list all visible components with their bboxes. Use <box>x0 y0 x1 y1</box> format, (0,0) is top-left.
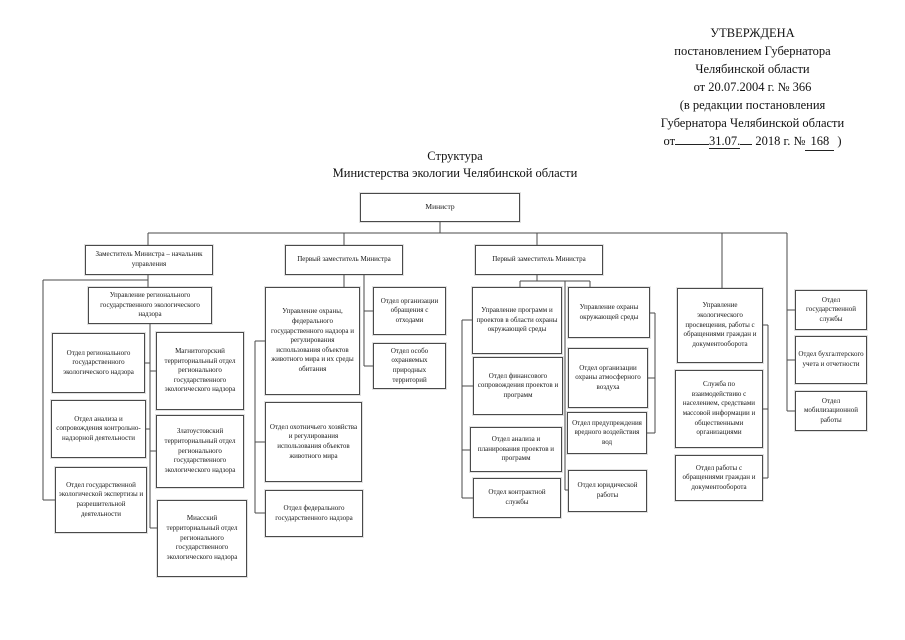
chart-title-line1: Структура <box>427 149 483 163</box>
org-box-otd-analiz: Отдел анализа и сопровождения контрольно… <box>51 400 146 458</box>
approval-block: УТВЕРЖДЕНА постановлением Губернатора Че… <box>600 24 905 151</box>
org-box-upr-ohrany-fed: Управление охраны, федерального государс… <box>265 287 360 395</box>
approval-blank <box>675 144 710 145</box>
org-box-minister: Министр <box>360 193 520 222</box>
org-box-otd-finansovogo: Отдел финансового сопровождения проектов… <box>473 357 563 415</box>
org-box-otd-obrashcheniy: Отдел работы с обращениями граждан и док… <box>675 455 763 501</box>
org-box-otd-gossluzhby: Отдел государственной службы <box>795 290 867 330</box>
org-box-sluzhba-vzaimodeystviya: Служба по взаимодействию с населением, с… <box>675 370 763 448</box>
org-box-upr-ohrany-os: Управление охраны окружающей среды <box>568 287 650 338</box>
chart-title: Структура Министерства экологии Челябинс… <box>155 148 755 182</box>
approval-suffix: ) <box>837 134 842 148</box>
approval-line: УТВЕРЖДЕНА <box>710 26 795 40</box>
org-box-otd-magnitogorsk: Магнитогорский территориальный отдел рег… <box>156 332 244 410</box>
org-box-otd-othody: Отдел организации обращения с отходами <box>373 287 446 335</box>
org-box-otd-vod: Отдел предупреждения вредного воздействи… <box>567 412 647 454</box>
org-box-otd-ohotnichego: Отдел охотничьего хозяйства и регулирова… <box>265 402 362 482</box>
org-box-otd-analiza-planirovaniya: Отдел анализа и планирования проектов и … <box>470 427 562 472</box>
org-box-otd-federalnogo: Отдел федерального государственного надз… <box>265 490 363 537</box>
org-box-otd-atmosfernogo: Отдел организации охраны атмосферного во… <box>568 348 648 408</box>
org-box-otd-buhucheta: Отдел бухгалтерского учета и отчетности <box>795 336 867 384</box>
org-box-otd-mobilizatsionnoy: Отдел мобилизационной работы <box>795 391 867 431</box>
org-box-first-deputy-1: Первый заместитель Министра <box>285 245 403 275</box>
org-box-upr-programm: Управление программ и проектов в области… <box>472 287 562 354</box>
approval-line: (в редакции постановления <box>679 98 826 112</box>
chart-title-line2: Министерства экологии Челябинской област… <box>332 166 578 180</box>
approval-line: постановлением Губернатора <box>674 44 831 58</box>
org-box-first-deputy-2: Первый заместитель Министра <box>475 245 603 275</box>
approval-middle: 2018 г. № <box>755 134 806 148</box>
approval-line: Челябинской области <box>695 62 810 76</box>
approval-line: от 20.07.2004 г. № 366 <box>693 80 812 94</box>
org-box-otd-zlatoust: Златоустовский территориальный отдел рег… <box>156 415 244 488</box>
approval-blank <box>740 144 753 145</box>
org-box-otd-miass: Миасский территориальный отдел региональ… <box>157 500 247 577</box>
org-box-otd-kontraktnoy: Отдел контрактной службы <box>473 478 561 518</box>
approval-date: 31.07. <box>709 134 741 149</box>
approval-number: 168 <box>805 132 835 151</box>
org-box-upr-prosveshcheniya: Управление экологического просвещения, р… <box>677 288 763 363</box>
approval-prefix: от <box>663 134 676 148</box>
org-box-upr-regional: Управление регионального государственног… <box>88 287 212 324</box>
org-box-otd-oopt: Отдел особо охраняемых природных террито… <box>373 343 446 389</box>
org-box-otd-expertiza: Отдел государственной экологической эксп… <box>55 467 147 533</box>
approval-line: Губернатора Челябинской области <box>660 116 845 130</box>
org-box-otd-yuridicheskoy: Отдел юридической работы <box>568 470 647 512</box>
connector-path <box>42 222 795 529</box>
org-box-deputy-minister: Заместитель Министра – начальник управле… <box>85 245 213 275</box>
org-box-otd-regional: Отдел регионального государственного эко… <box>52 333 145 393</box>
